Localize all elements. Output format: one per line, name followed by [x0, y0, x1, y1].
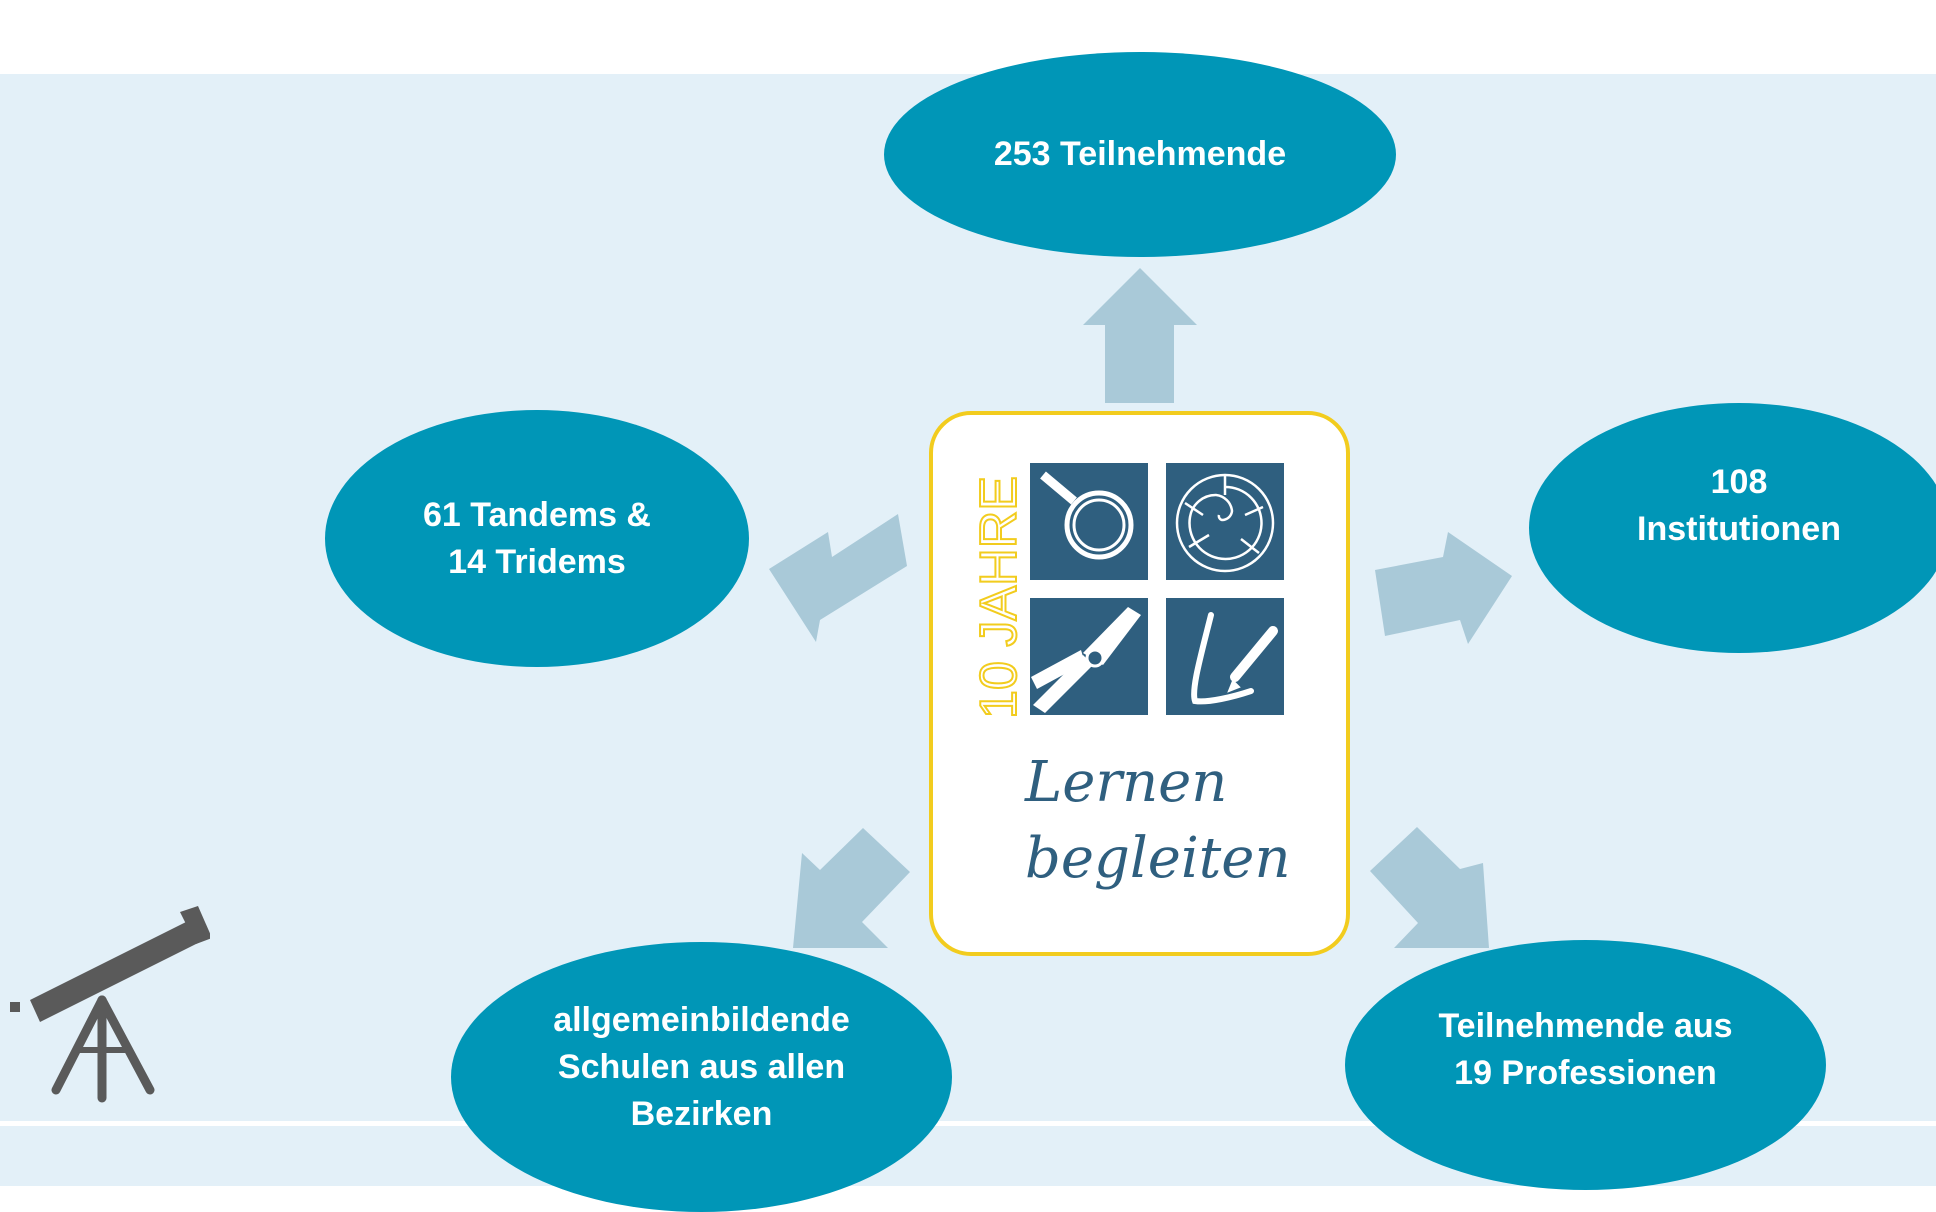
bubble-institutions: 108 Institutionen [1529, 403, 1936, 653]
bubble-participants-text: 253 Teilnehmende [993, 135, 1287, 173]
bubble-professions-line2: 19 Professionen [1454, 1054, 1717, 1092]
bubble-tandems-line1: 61 Tandems & [422, 495, 651, 534]
footer-divider [0, 1121, 1936, 1125]
snail-shell-icon [1175, 473, 1275, 573]
logo-script-line1: Lernen [1024, 750, 1227, 815]
pliers-icon [1031, 607, 1141, 713]
bubble-professions: Teilnehmende aus 19 Professionen [1345, 940, 1826, 1190]
bubble-institutions-line2: Institutionen [1637, 510, 1841, 548]
bubble-tandems-line2: 14 Tridems [448, 542, 626, 581]
magnifier-icon [1040, 471, 1134, 560]
bubble-participants: 253 Teilnehmende [884, 52, 1396, 257]
bubble-schools-line1: allgemeinbildende [553, 1000, 850, 1039]
logo-script-line2: begleiten [1025, 826, 1291, 891]
arrow-up [1083, 268, 1197, 403]
bubble-professions-line1: Teilnehmende aus [1438, 1007, 1733, 1045]
bubble-schools-line2: Schulen aus allen [557, 1047, 846, 1086]
bubble-schools: allgemeinbildende Schulen aus allen Bezi… [451, 942, 952, 1212]
bubble-schools-line3: Bezirken [630, 1094, 773, 1133]
bubble-institutions-line1: 108 [1710, 463, 1768, 501]
arrow-layer [769, 268, 1512, 948]
logo-vertical-label: 10 JAHRE [970, 476, 1028, 719]
bubble-tandems: 61 Tandems & 14 Tridems [325, 410, 749, 667]
arrow-right [1375, 532, 1512, 644]
center-logo-card: 10 JAHRE [929, 411, 1350, 956]
logo: 10 JAHRE [969, 463, 1291, 891]
arrow-down-right [1370, 827, 1489, 948]
pen-letter-icon [1191, 612, 1278, 705]
telescope-icon [10, 906, 210, 1103]
arrow-left [769, 514, 907, 642]
arrow-down-left [793, 828, 910, 948]
